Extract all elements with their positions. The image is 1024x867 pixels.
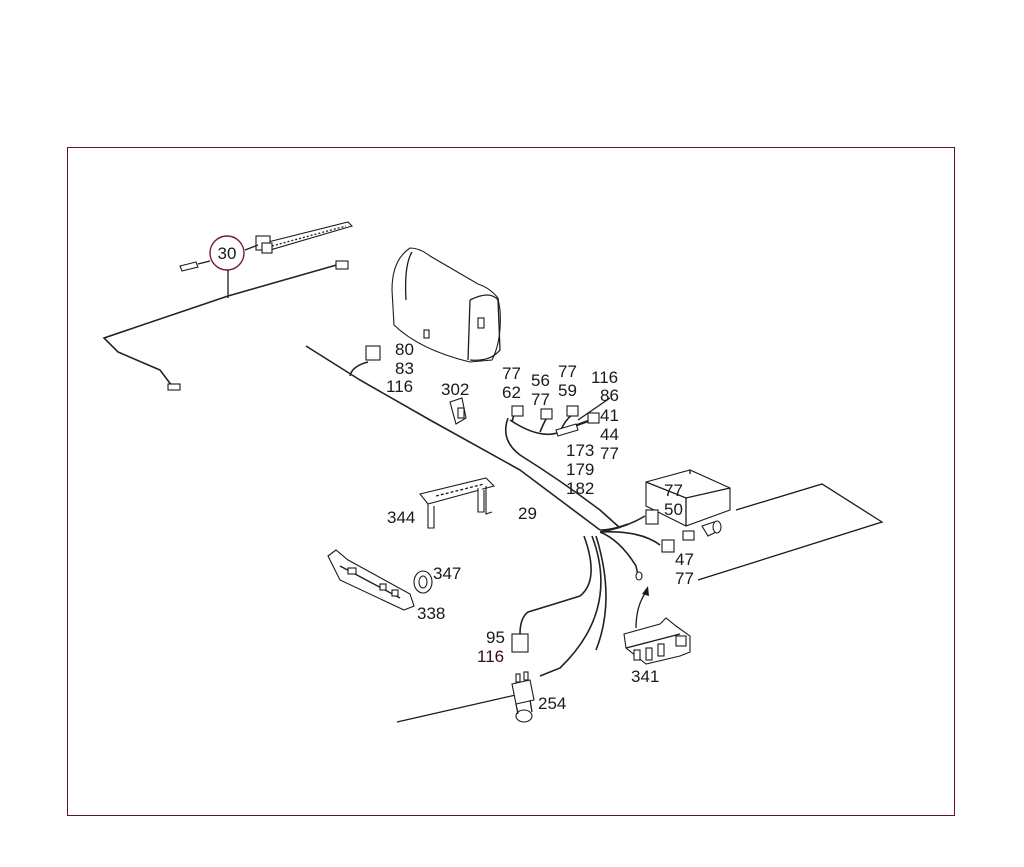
label-77a: 77	[502, 364, 521, 383]
label-344: 344	[387, 508, 415, 527]
arrow-341	[635, 591, 647, 629]
callout-circle-30[interactable]: 30	[209, 235, 245, 271]
control-unit-housing[interactable]	[391, 247, 501, 363]
connector-small[interactable]	[682, 530, 695, 541]
bracket-341[interactable]	[623, 617, 691, 665]
label-182: 182	[566, 479, 594, 498]
plug-part[interactable]	[179, 260, 211, 272]
label-179: 179	[566, 460, 594, 479]
connector-116-86[interactable]	[587, 412, 600, 424]
connector-56-77[interactable]	[540, 408, 553, 420]
connector-77-50[interactable]	[645, 509, 659, 525]
connector-173[interactable]	[555, 423, 579, 437]
branch-wire-95	[519, 535, 592, 635]
label-77c: 77	[558, 362, 577, 381]
switch-254[interactable]	[511, 671, 535, 723]
small-harness-wire	[102, 263, 341, 387]
bracket-338[interactable]	[327, 549, 415, 611]
label-77b: 77	[531, 390, 550, 409]
label-47: 47	[675, 550, 694, 569]
label-56: 56	[531, 371, 550, 390]
fuse-plug[interactable]	[701, 520, 722, 537]
label-95: 95	[486, 628, 505, 647]
label-254: 254	[538, 694, 566, 713]
connector-77-59[interactable]	[566, 405, 579, 417]
grommet-347[interactable]	[413, 570, 433, 594]
label-116b: 116	[591, 368, 618, 387]
branch-wire-254	[539, 535, 602, 677]
connector-80[interactable]	[365, 345, 381, 361]
label-83: 83	[395, 359, 414, 378]
cable-tie-part[interactable]	[255, 221, 354, 254]
label-86: 86	[600, 386, 619, 405]
bracket-344[interactable]	[419, 477, 496, 529]
label-173: 173	[566, 441, 594, 460]
clip-302[interactable]	[449, 397, 467, 425]
label-77f: 77	[675, 569, 694, 588]
label-77d: 77	[600, 444, 619, 463]
label-50: 50	[664, 500, 683, 519]
label-347: 347	[433, 564, 461, 583]
label-116a: 116	[386, 377, 413, 396]
label-116c: 116	[477, 647, 504, 666]
label-341: 341	[631, 667, 659, 686]
label-41: 41	[600, 406, 619, 425]
label-77e: 77	[664, 481, 683, 500]
label-302: 302	[441, 380, 469, 399]
label-59: 59	[558, 381, 577, 400]
label-338: 338	[417, 604, 445, 623]
diagram-frame	[67, 147, 955, 816]
label-44: 44	[600, 425, 619, 444]
label-80: 80	[395, 340, 414, 359]
connector-95-116[interactable]	[511, 633, 529, 653]
connector-77-62[interactable]	[511, 405, 524, 417]
label-62: 62	[502, 383, 521, 402]
relay-box[interactable]	[645, 469, 731, 527]
label-29: 29	[518, 504, 537, 523]
branch-wire-upper	[504, 417, 621, 529]
connector-47-77[interactable]	[661, 539, 675, 553]
callout-label-30: 30	[218, 244, 237, 263]
